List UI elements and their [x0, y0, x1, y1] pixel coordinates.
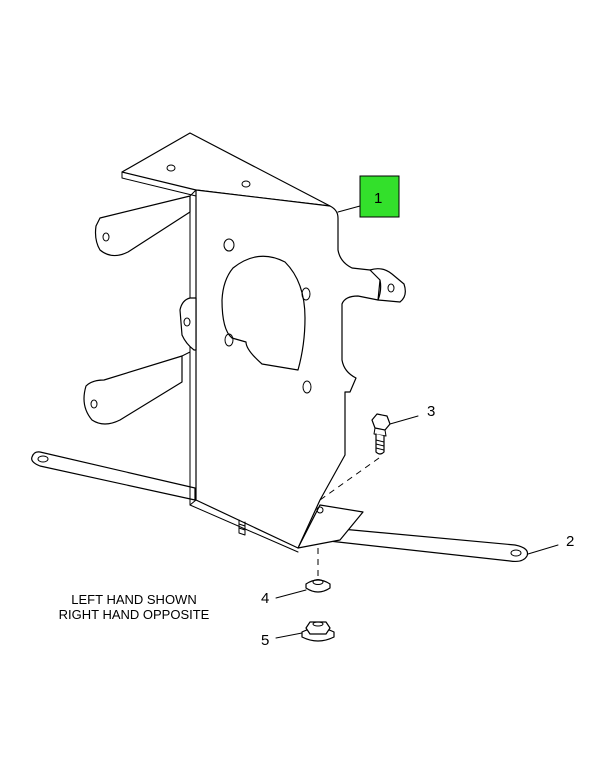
callout-4[interactable]: 4 — [261, 590, 269, 607]
callout-1[interactable]: 1 — [374, 190, 382, 207]
leader-5 — [275, 632, 303, 639]
leader-3 — [389, 415, 419, 425]
note-line-1: LEFT HAND SHOWN — [71, 592, 196, 607]
leader-4 — [275, 589, 307, 599]
main-bracket — [83, 132, 406, 553]
note-line-2: RIGHT HAND OPPOSITE — [59, 607, 210, 622]
washer — [305, 579, 331, 593]
callout-5[interactable]: 5 — [261, 632, 269, 649]
bolt — [371, 413, 391, 455]
bolt-assembly-line — [319, 457, 380, 501]
support-strap — [31, 451, 529, 563]
leader-1 — [337, 205, 361, 213]
flange-nut — [301, 621, 335, 642]
callout-1-highlight[interactable] — [359, 175, 400, 218]
leader-2 — [527, 544, 559, 555]
callout-2[interactable]: 2 — [566, 533, 574, 550]
callout-3[interactable]: 3 — [427, 403, 435, 420]
